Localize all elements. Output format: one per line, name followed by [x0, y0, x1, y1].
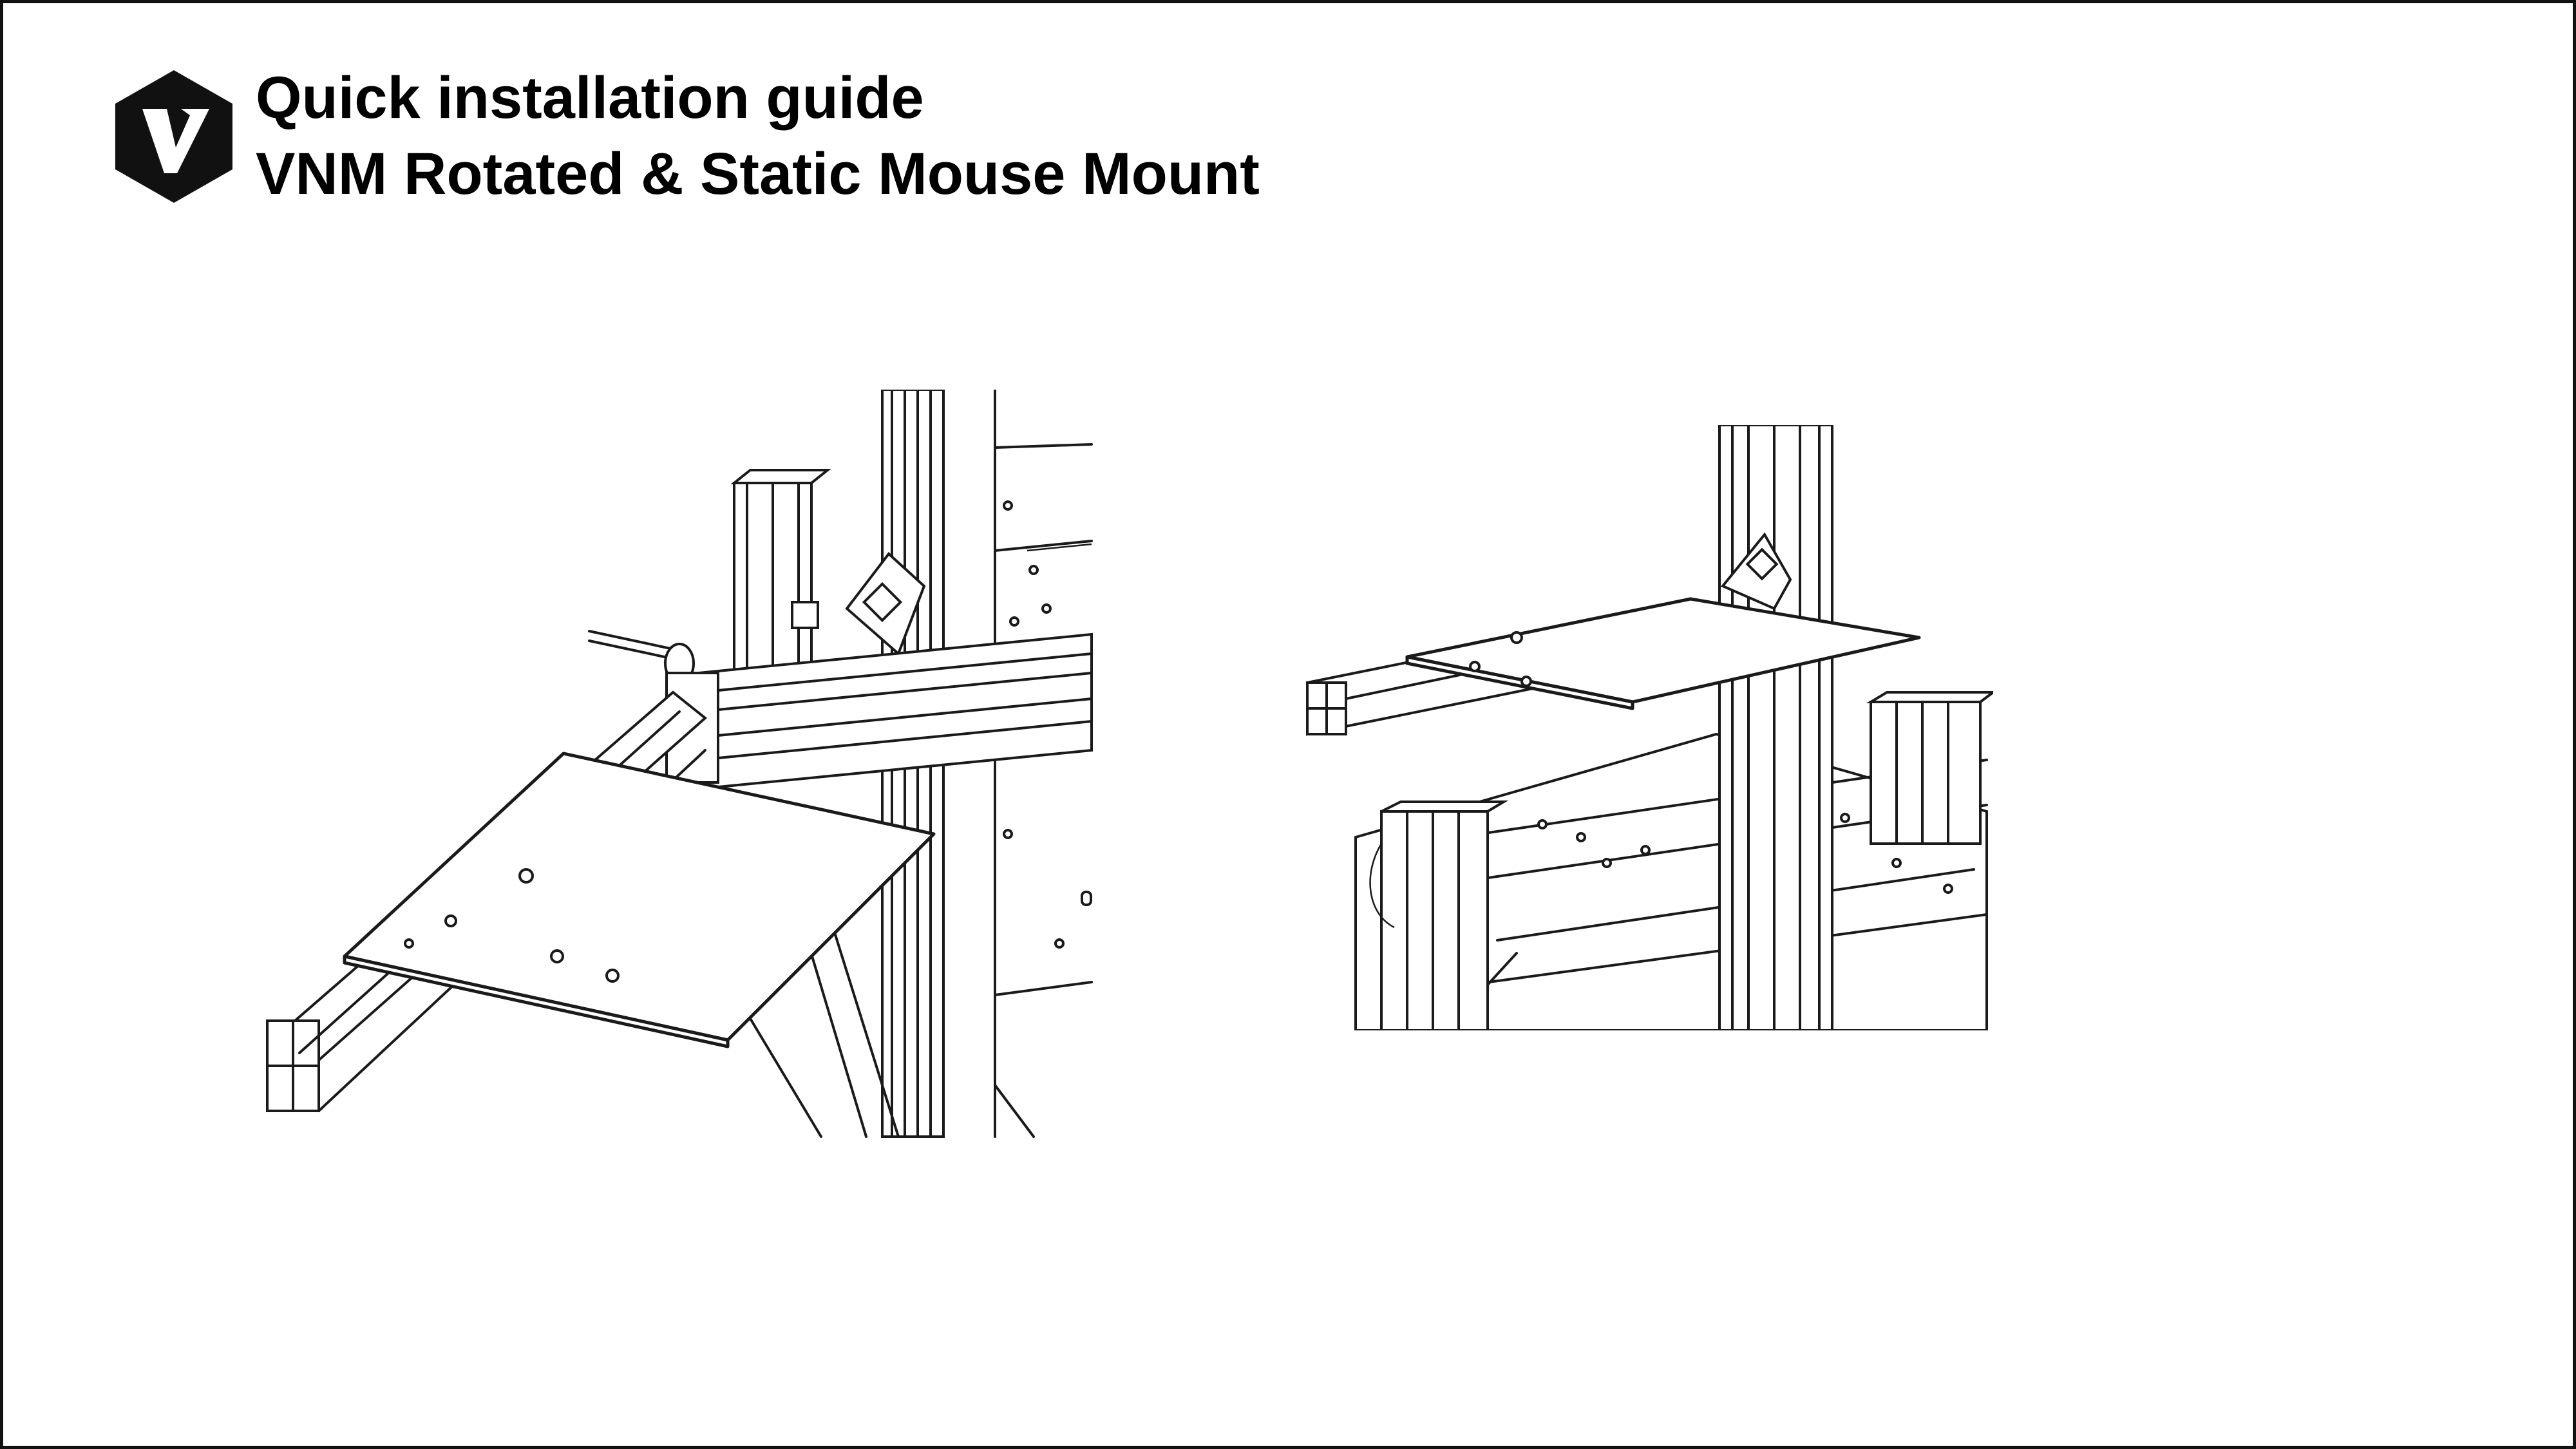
right-back-post [1866, 691, 1993, 845]
left-corner-post [1369, 800, 1509, 1030]
rotated-mouse-mount-drawing [266, 390, 1093, 1138]
title-line-1: Quick installation guide [256, 65, 924, 131]
vnm-hexagon-logo-icon [115, 70, 232, 203]
page-title: Quick installation guide VNM Rotated & S… [256, 60, 1260, 212]
mouse-plate [1405, 597, 1921, 710]
mouse-plate [343, 752, 936, 1048]
support-strut [743, 929, 1035, 1138]
static-mouse-mount-drawing [1306, 425, 1993, 1030]
vertical-upright [1718, 425, 1833, 1030]
corner-bracket [845, 552, 926, 656]
horizontal-arm [697, 632, 1093, 791]
corner-bracket [1720, 532, 1792, 611]
title-line-2: VNM Rotated & Static Mouse Mount [256, 141, 1260, 207]
